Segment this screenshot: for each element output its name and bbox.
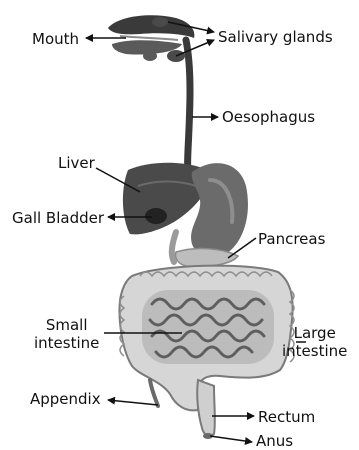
appendix-shape (150, 380, 158, 406)
mouth-shape (108, 15, 194, 54)
leader-salivary-2 (176, 40, 214, 56)
stomach-shape (191, 163, 248, 258)
label-salivary-glands: Salivary glands (218, 28, 333, 46)
label-small-intestine-line2: intestine (34, 334, 99, 352)
label-pancreas: Pancreas (258, 230, 325, 248)
label-small-intestine: Small intestine (34, 316, 99, 352)
small-intestine-bed (142, 290, 274, 364)
label-liver: Liver (58, 154, 95, 172)
rectum-shape (197, 380, 215, 436)
label-anus: Anus (256, 432, 293, 450)
label-oesophagus: Oesophagus (222, 108, 315, 126)
leader-anus (210, 436, 252, 442)
label-large-intestine: Large intestine (282, 324, 347, 360)
label-large-intestine-line1: Large (282, 324, 347, 342)
label-small-intestine-line1: Small (34, 316, 99, 334)
leader-appendix (108, 400, 158, 405)
label-large-intestine-line2: intestine (282, 342, 347, 360)
label-mouth: Mouth (32, 30, 79, 48)
label-gall-bladder: Gall Bladder (12, 209, 104, 227)
label-rectum: Rectum (258, 408, 315, 426)
label-appendix: Appendix (30, 390, 101, 408)
gall-bladder-shape (145, 208, 167, 224)
